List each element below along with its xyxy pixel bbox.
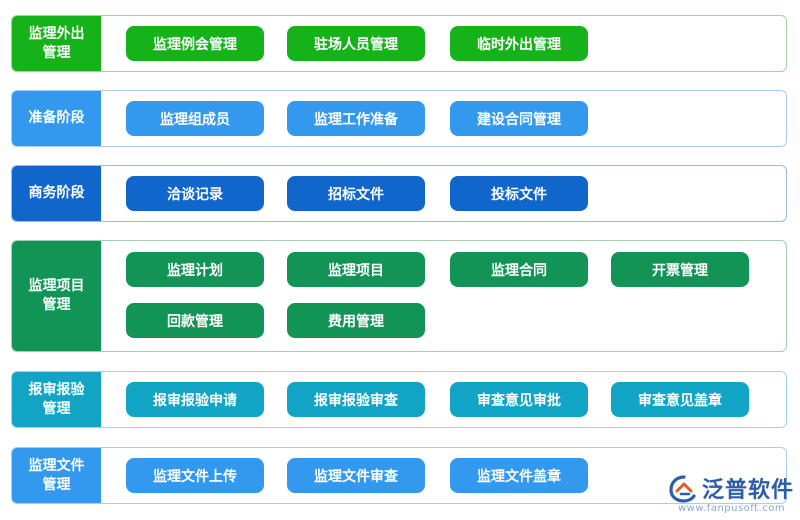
row-review-inspection: 报审报验管理 报审报验申请 报审报验审查 审查意见审批 审查意见盖章 — [11, 371, 787, 428]
btn-opinion-approval[interactable]: 审查意见审批 — [450, 382, 588, 417]
row-business-stage: 商务阶段 洽谈记录 招标文件 投标文件 — [11, 165, 787, 222]
btn-work-preparation[interactable]: 监理工作准备 — [287, 101, 425, 136]
btn-bid-document[interactable]: 投标文件 — [450, 176, 588, 211]
row-document-management: 监理文件管理 监理文件上传 监理文件审查 监理文件盖章 — [11, 447, 787, 504]
row-label: 监理外出管理 — [12, 16, 101, 71]
btn-negotiation-record[interactable]: 洽谈记录 — [126, 176, 264, 211]
btn-temporary-outing[interactable]: 临时外出管理 — [450, 26, 588, 61]
row-label: 监理项目管理 — [12, 241, 101, 351]
btn-supervision-plan[interactable]: 监理计划 — [126, 252, 264, 287]
row-label: 监理文件管理 — [12, 448, 101, 503]
btn-tender-document[interactable]: 招标文件 — [287, 176, 425, 211]
row-label: 准备阶段 — [12, 91, 101, 146]
btn-team-members[interactable]: 监理组成员 — [126, 101, 264, 136]
btn-opinion-stamp[interactable]: 审查意见盖章 — [611, 382, 749, 417]
btn-supervision-contract[interactable]: 监理合同 — [450, 252, 588, 287]
row-project-management: 监理项目管理 监理计划 监理项目 监理合同 开票管理 回款管理 费用管理 — [11, 240, 787, 352]
btn-construction-contract[interactable]: 建设合同管理 — [450, 101, 588, 136]
row-label: 报审报验管理 — [12, 372, 101, 427]
row-supervision-outing: 监理外出管理 监理例会管理 驻场人员管理 临时外出管理 — [11, 15, 787, 72]
btn-review-check[interactable]: 报审报验审查 — [287, 382, 425, 417]
btn-document-upload[interactable]: 监理文件上传 — [126, 458, 264, 493]
fanpu-logo-icon — [669, 475, 696, 503]
btn-invoice-management[interactable]: 开票管理 — [611, 252, 749, 287]
btn-supervision-meeting[interactable]: 监理例会管理 — [126, 26, 264, 61]
btn-review-application[interactable]: 报审报验申请 — [126, 382, 264, 417]
fanpu-logo: 泛普软件 www.fanpusoft.com — [668, 470, 794, 516]
btn-supervision-project[interactable]: 监理项目 — [287, 252, 425, 287]
btn-onsite-staff[interactable]: 驻场人员管理 — [287, 26, 425, 61]
row-preparation-stage: 准备阶段 监理组成员 监理工作准备 建设合同管理 — [11, 90, 787, 147]
btn-expense-management[interactable]: 费用管理 — [287, 303, 425, 338]
logo-name: 泛普软件 — [702, 478, 795, 503]
btn-payment-collection[interactable]: 回款管理 — [126, 303, 264, 338]
row-label: 商务阶段 — [12, 166, 101, 221]
btn-document-review[interactable]: 监理文件审查 — [287, 458, 425, 493]
btn-document-stamp[interactable]: 监理文件盖章 — [450, 458, 588, 493]
logo-url: www.fanpusoft.com — [678, 503, 786, 514]
